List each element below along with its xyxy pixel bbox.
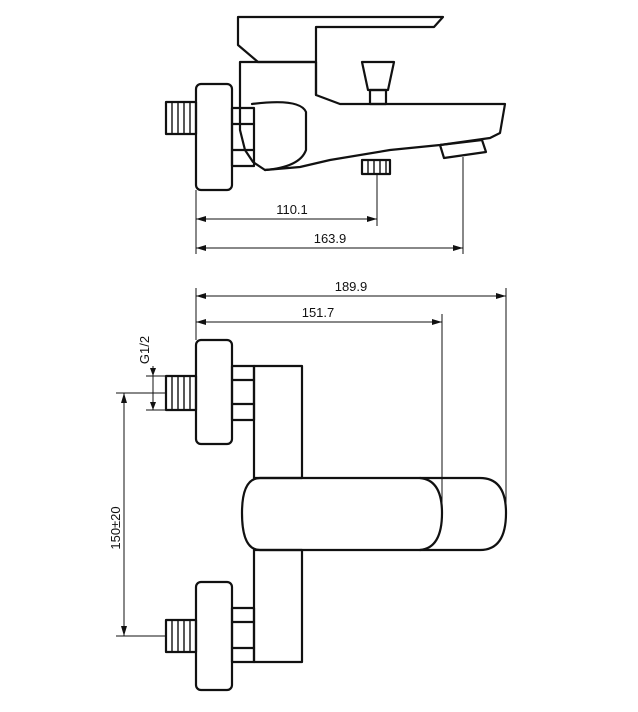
dimension-189-9: 189.9 <box>195 279 507 513</box>
dim-label-110-1: 110.1 <box>276 202 308 217</box>
front-upper-body <box>252 364 304 480</box>
dimension-151-7: 151.7 <box>196 305 443 513</box>
front-view-drawing <box>164 338 508 692</box>
front-lower-body <box>252 548 304 664</box>
side-diverter-knob <box>360 60 396 106</box>
side-connector-nut <box>230 106 256 168</box>
dimension-110-1: 110.1 <box>195 174 378 254</box>
dimension-163-9: 163.9 <box>196 157 464 254</box>
side-lever-handle <box>236 15 445 64</box>
dim-label-163-9: 163.9 <box>314 231 347 246</box>
side-view-drawing <box>164 15 507 192</box>
dim-label-151-7: 151.7 <box>302 305 335 320</box>
side-spout-aerator <box>438 138 488 160</box>
dim-label-g1-2: G1/2 <box>137 336 152 364</box>
front-upper-inlet-thread <box>164 374 198 412</box>
dim-label-189-9: 189.9 <box>335 279 368 294</box>
front-upper-flange <box>194 338 234 446</box>
front-lower-flange <box>194 580 234 692</box>
side-inlet-thread <box>164 100 198 136</box>
side-outlet-thread <box>360 158 392 176</box>
dim-label-150-20: 150±20 <box>108 506 123 549</box>
side-faucet-body <box>238 60 507 172</box>
dimension-150-20: 150±20 <box>108 392 166 637</box>
dimension-thread-g1-2: G1/2 <box>137 336 166 411</box>
front-lower-inlet-thread <box>164 618 198 654</box>
side-wall-flange <box>194 82 234 192</box>
front-spout <box>240 476 508 552</box>
